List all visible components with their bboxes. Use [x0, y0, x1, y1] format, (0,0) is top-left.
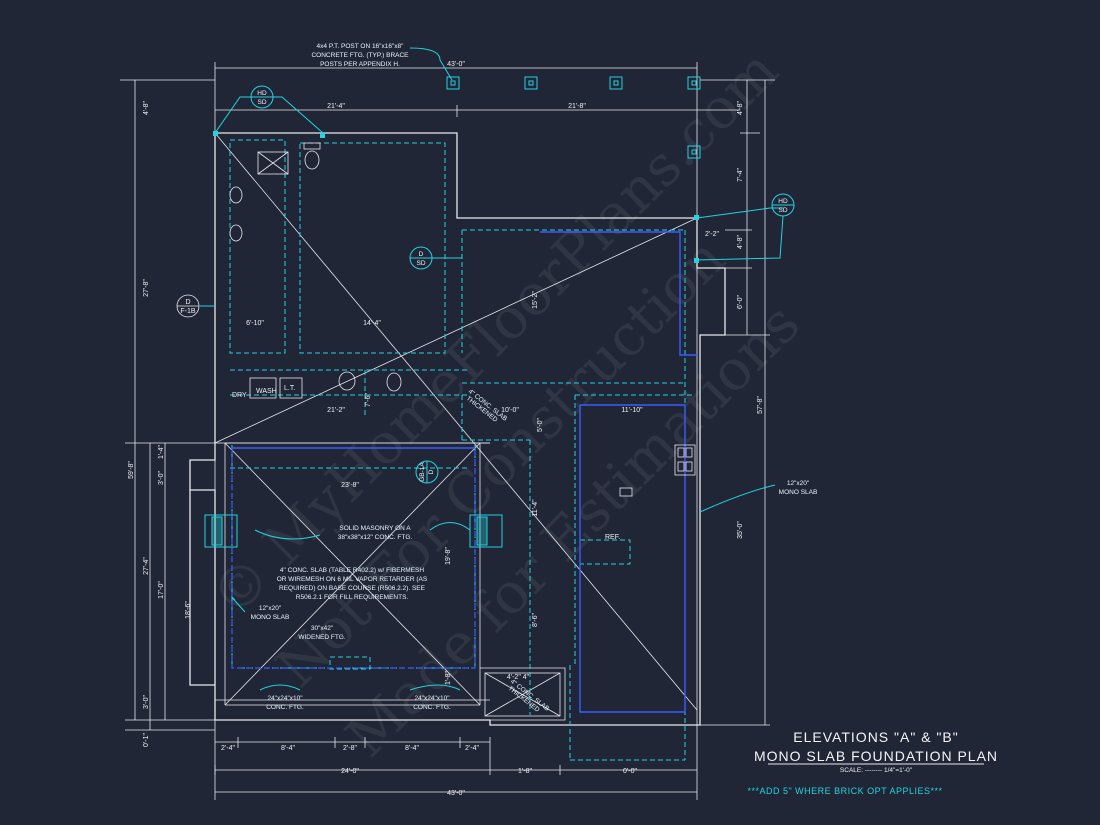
masonry-note-line-2: 38"x38"x12" CONC. FTG.	[338, 534, 413, 541]
dim-11-4: 11'-4"	[532, 499, 539, 517]
dim-left-27-4: 27'-4"	[143, 557, 150, 575]
slab-edges	[231, 231, 697, 713]
dim-bottom-d: 8'-4"	[405, 745, 419, 752]
dim-7-6: 7'-6"	[365, 393, 372, 407]
slab-note-line-3: REQUIRED) ON BASE COURSE (R506.2.2). SEE	[279, 585, 426, 592]
slab-note-line-2: OR WIREMESH ON 6 MIL VAPOR RETARDER (AS	[277, 576, 428, 583]
watermark: © MyHomeFloorPlans.com Not For Construct…	[199, 38, 813, 770]
callout-tags: HD SD HD SD D SD D F-1B GB-1A D	[176, 85, 795, 484]
dim-left-4-8: 4'-8"	[143, 101, 150, 115]
dim-left-1-4: 1'-4"	[158, 445, 165, 459]
masonry-note-line-1: SOLID MASONRY ON A	[339, 525, 411, 532]
mono-slab-left-line-1: 12"x20"	[259, 605, 282, 612]
dim-left-17-0: 17'-0"	[158, 581, 165, 599]
title-block: ELEVATIONS "A" & "B" MONO SLAB FOUNDATIO…	[747, 729, 998, 796]
dim-14-4: 14'-4"	[363, 320, 381, 327]
ftg-left-line-2: CONC. FTG.	[266, 704, 304, 711]
porch-posts	[446, 76, 701, 159]
tag-d-left: D	[185, 299, 190, 306]
dim-15-2: 15'-2"	[532, 291, 539, 309]
dim-6-10: 6'-10"	[246, 320, 264, 327]
dim-right-4-8b: 4'-8"	[737, 235, 744, 249]
masonry-piers	[204, 514, 503, 548]
dim-left-0-1: 0'-1"	[143, 733, 150, 747]
dim-4-2-4: 4'-2" 4"	[507, 674, 530, 681]
dim-right-4-8: 4'-8"	[737, 101, 744, 115]
dim-left-3-0b: 3'-0"	[143, 695, 150, 709]
dryer-label: DRY	[232, 392, 247, 399]
dim-18-6: 18'-6"	[185, 601, 192, 619]
dim-left-59-8: 59'-8"	[128, 461, 135, 479]
tag-hd-top: HD	[257, 90, 267, 97]
dim-left-3-0: 3'-0"	[158, 471, 165, 485]
refrigerator-label: REF.	[605, 534, 620, 541]
dim-5-0: 5'-0"	[537, 418, 544, 432]
dim-right-6-0: 6'-0"	[737, 295, 744, 309]
post-note-line-1: 4x4 P.T. POST ON 16"x16"x8"	[317, 43, 405, 50]
callout-notes: 4x4 P.T. POST ON 16"x16"x8" CONCRETE FTG…	[251, 43, 818, 714]
dim-top-left: 21'-4"	[327, 103, 345, 110]
dim-11-10: 11'-10"	[621, 407, 643, 414]
dim-10-0: 10'-0"	[501, 407, 519, 414]
dim-bottom-r1: 1'-8"	[518, 768, 532, 775]
dim-bottom-left: 24'-0"	[341, 768, 359, 775]
dim-bottom-e: 2'-4"	[465, 745, 479, 752]
title-scale: SCALE: -------- 1/4"=1'-0"	[840, 767, 913, 774]
laundry-tub-label: L.T.	[284, 385, 295, 392]
dim-bottom-b: 8'-4"	[281, 745, 295, 752]
mono-slab-right-line-2: MONO SLAB	[779, 489, 818, 496]
tag-f-left: F-1B	[180, 308, 196, 315]
title-line-2: MONO SLAB FOUNDATION PLAN	[754, 748, 998, 764]
title-line-1: ELEVATIONS "A" & "B"	[793, 729, 958, 745]
ftg-right-line-1: 24"x24"x10"	[414, 695, 450, 702]
post-note-line-3: POSTS PER APPENDIX H.	[320, 61, 400, 68]
dim-top-overall: 43'-0"	[447, 61, 465, 68]
dim-right-7-4: 7'-4"	[737, 168, 744, 182]
tag-gb-d: D	[428, 469, 435, 474]
slab-note-line-4: R506.2.1 FOR FILL REQUIREMENTS.	[296, 594, 409, 601]
dimension-labels: 43'-0" 21'-4" 21'-8" 6'-10" 14'-4" 21'-2…	[128, 61, 764, 797]
dim-bottom-r2: 0'-0"	[623, 768, 637, 775]
dim-1-8: 1'-8"	[445, 671, 452, 685]
dim-bottom-overall: 43'-0"	[447, 790, 465, 797]
mono-slab-right-line-1: 12"x20"	[787, 480, 810, 487]
tag-gb-1a: GB-1A	[419, 462, 426, 482]
dim-8-6: 8'-6"	[532, 613, 539, 627]
dim-bottom-a: 2'-4"	[221, 745, 235, 752]
ftg-right-line-2: CONC. FTG.	[413, 704, 451, 711]
watermark-line-1: © MyHomeFloorPlans.com	[199, 38, 791, 630]
widened-ftg-line-2: WIDENED FTG.	[298, 634, 345, 641]
tag-hd-right: HD	[778, 198, 788, 205]
fixtures: DRY WASH L.T. REF.	[229, 142, 696, 541]
mono-slab-left-line-2: MONO SLAB	[251, 614, 290, 621]
leader-lines	[200, 47, 776, 691]
dim-right-57-8: 57'-8"	[757, 396, 764, 414]
ftg-left-line-1: 24"x24"x10"	[267, 695, 303, 702]
dim-top-right: 21'-8"	[568, 103, 586, 110]
brick-note: ***ADD 5" WHERE BRICK OPT APPLIES***	[747, 786, 942, 796]
dim-bottom-c: 2'-8"	[343, 745, 357, 752]
washer-label: WASH	[256, 388, 277, 395]
tag-sd-right: SD	[778, 207, 787, 214]
overall-dimensions	[120, 62, 775, 800]
tag-sd-mid: SD	[416, 260, 425, 267]
tag-d-mid: D	[419, 251, 424, 258]
dim-right-35-0: 35'-0"	[737, 521, 744, 539]
dim-left-27-8: 27'-8"	[143, 279, 150, 297]
post-note-line-2: CONCRETE FTG. (TYP.) BRACE	[311, 52, 409, 59]
slab-note-line-1: 4" CONC. SLAB (TABLE R402.2) w/ FIBERMES…	[280, 567, 424, 574]
dim-23-8: 23'-8"	[341, 482, 359, 489]
tag-sd-top: SD	[257, 99, 266, 106]
dim-21-2: 21'-2"	[327, 407, 345, 414]
dim-right-2-2: 2'-2"	[705, 231, 719, 238]
widened-ftg-line-1: 30"x42"	[311, 625, 334, 632]
exterior-walls	[189, 132, 726, 726]
dim-19-8: 19'-8"	[445, 547, 452, 565]
